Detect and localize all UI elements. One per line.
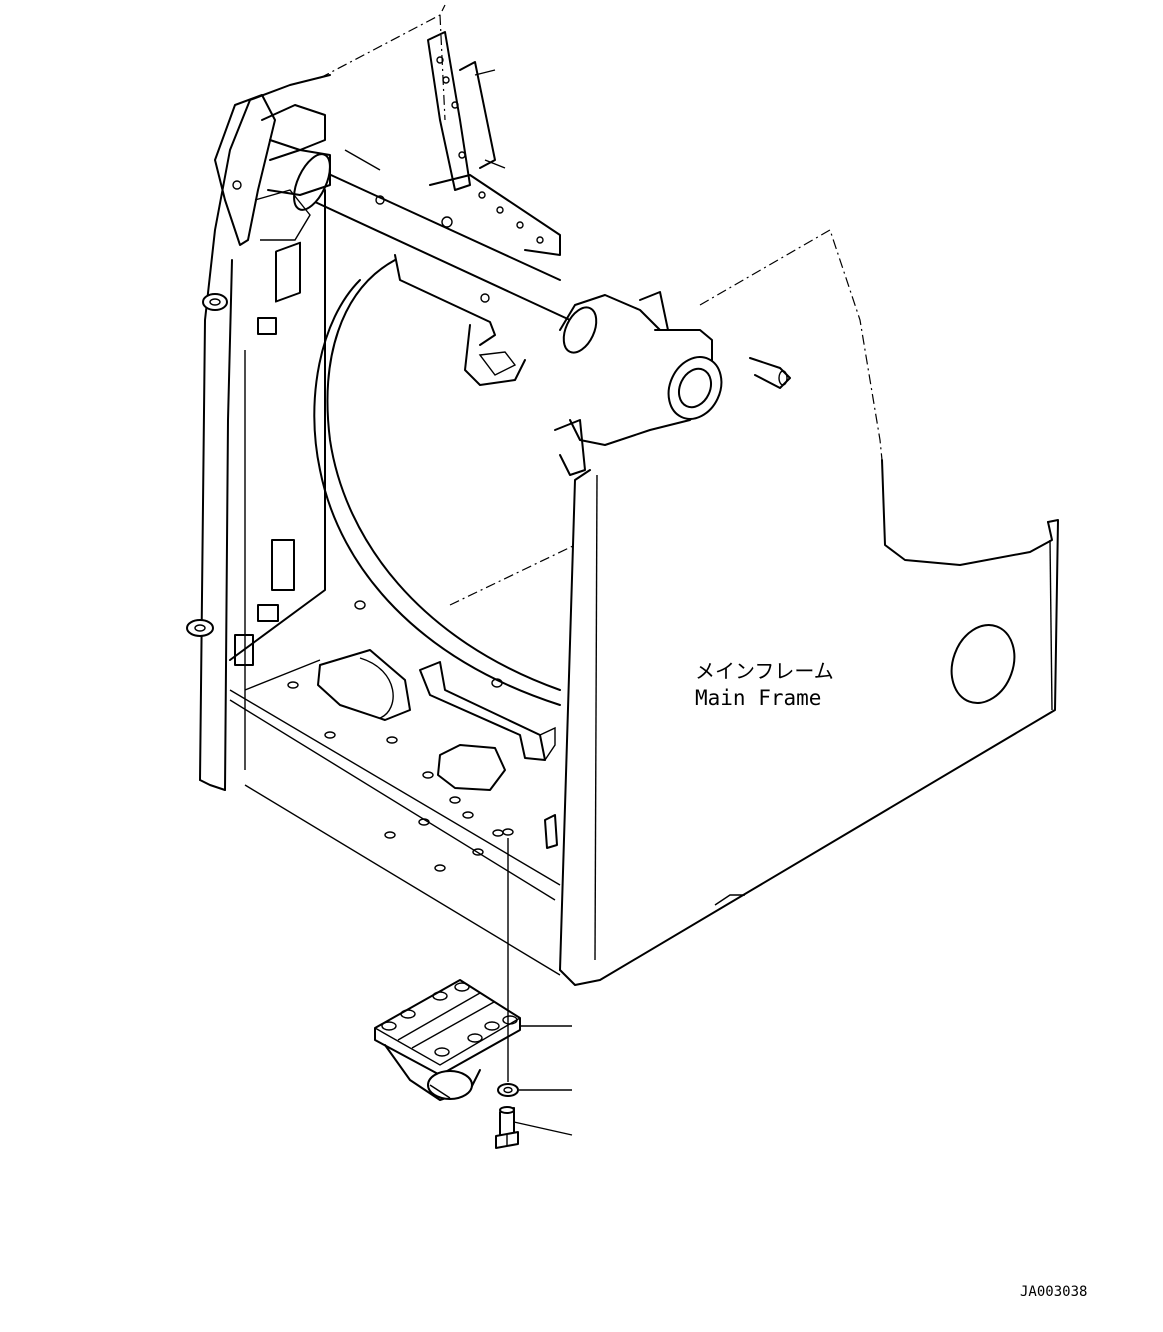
main-frame-label-en: Main Frame: [695, 686, 821, 710]
main-frame-label-jp: メインフレーム: [695, 659, 834, 683]
main-frame: メインフレーム Main Frame: [186, 4, 1059, 986]
mount-bracket: [374, 979, 521, 1101]
bolt: [495, 1106, 519, 1149]
washer: [497, 1083, 519, 1097]
floor-holes: [287, 600, 514, 872]
leader-lines: [507, 838, 573, 1136]
drawing-code: JA003038: [1020, 1284, 1087, 1300]
